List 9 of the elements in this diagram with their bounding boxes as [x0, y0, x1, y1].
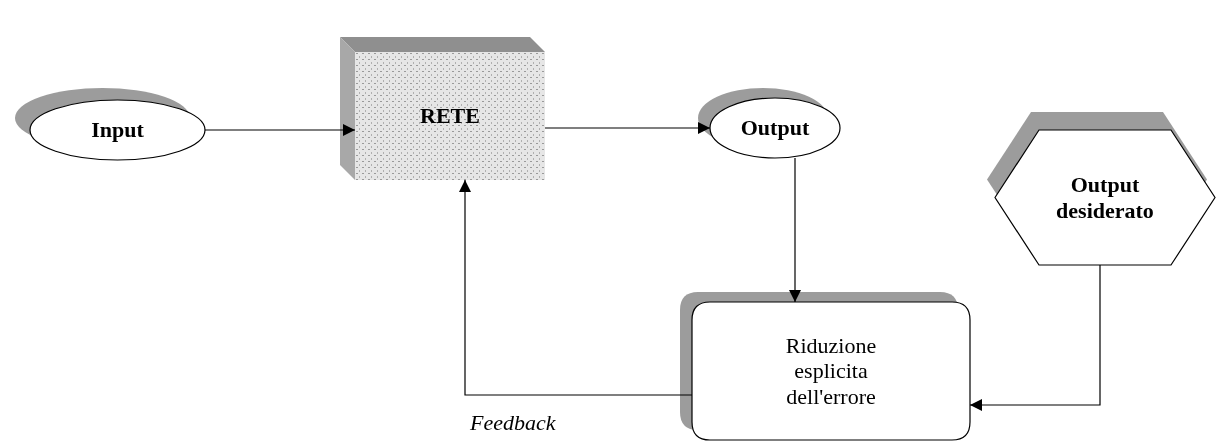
node-label: Riduzione esplicita dell'errore [784, 333, 878, 409]
node-label: Input [91, 117, 144, 143]
arrow [789, 157, 801, 303]
arrow [204, 124, 356, 136]
node-label: Output desiderato [1055, 172, 1155, 223]
arrow [544, 122, 711, 134]
arrow [459, 179, 693, 396]
node-label: Output [740, 115, 810, 141]
node-label: RETE [420, 103, 480, 129]
